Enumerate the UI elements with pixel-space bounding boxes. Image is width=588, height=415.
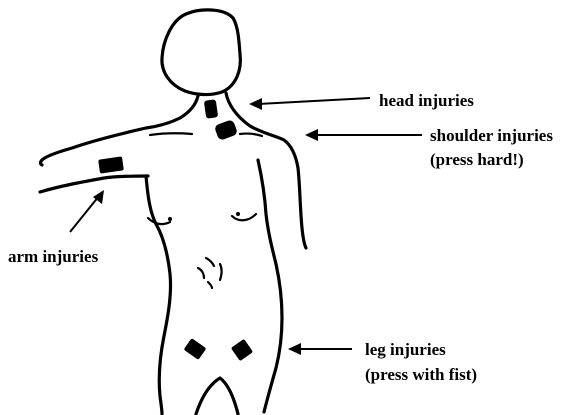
collarbone-right xyxy=(240,134,262,136)
torso-left-outline xyxy=(146,176,171,414)
neck-left-outline xyxy=(42,96,198,160)
arm-lower-outline xyxy=(40,176,148,192)
leg-pressure-point-right xyxy=(231,339,253,361)
chest-left xyxy=(148,218,170,224)
shoulder-injuries-note: (press hard!) xyxy=(430,150,524,169)
pressure-points xyxy=(98,99,253,361)
arm-injuries-label: arm injuries xyxy=(8,247,99,266)
arm-upper-outline xyxy=(41,160,43,165)
callout-arrows xyxy=(70,98,422,355)
head-arrow-head xyxy=(249,98,262,110)
abdomen-mark-4 xyxy=(208,282,212,288)
nipple-right xyxy=(236,212,240,216)
abdomen-mark-1 xyxy=(206,258,214,266)
head-injuries-label: head injuries xyxy=(379,91,474,110)
crotch-outline xyxy=(196,378,238,414)
chest-right xyxy=(232,214,256,220)
leg-pressure-point-left xyxy=(184,338,207,360)
nipple-left xyxy=(168,217,172,221)
body-figure xyxy=(40,10,306,414)
torso-right-outline xyxy=(258,160,282,412)
arm-arrow-line xyxy=(70,196,99,232)
leg-arrow-head xyxy=(288,343,301,355)
collarbone-left xyxy=(150,133,192,135)
shoulder-injuries-label: shoulder injuries xyxy=(430,126,553,145)
arm-pressure-point xyxy=(98,156,124,173)
head-outline xyxy=(162,10,240,95)
abdomen-mark-3 xyxy=(220,264,222,280)
shoulder-arrow-head xyxy=(305,129,318,141)
leg-injuries-label: leg injuries xyxy=(365,340,446,359)
shoulder-pressure-point xyxy=(214,119,238,141)
abdomen-mark-2 xyxy=(198,268,204,278)
head-arrow-line xyxy=(258,98,370,104)
leg-injuries-note: (press with fist) xyxy=(365,365,477,384)
neck-pressure-point xyxy=(204,99,218,118)
